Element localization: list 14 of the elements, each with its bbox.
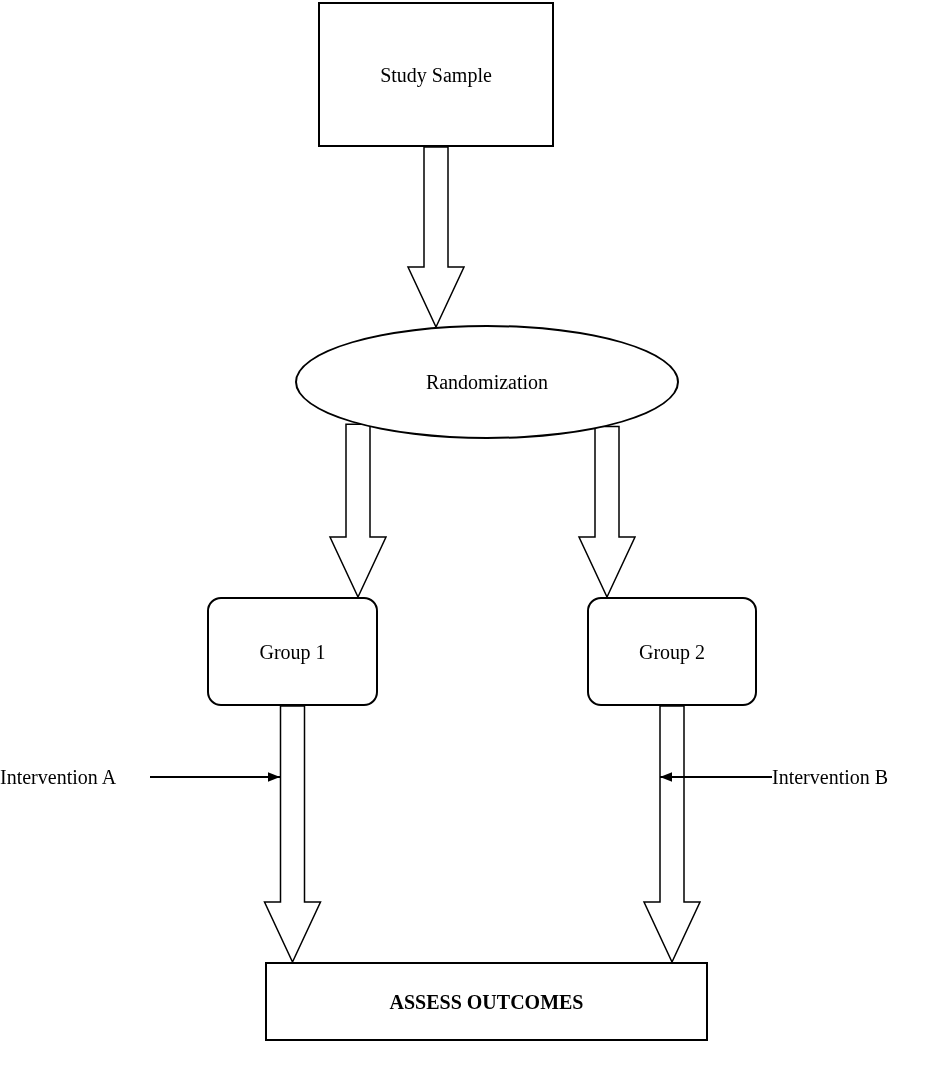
block-arrow (577, 425, 637, 599)
outcome-box: ASSESS OUTCOMES (265, 962, 708, 1041)
text-label: Intervention B (772, 763, 922, 791)
arrow (149, 772, 281, 782)
block-arrow (406, 146, 466, 329)
arrow (659, 772, 773, 782)
rounded-box: Group 1 (207, 597, 378, 706)
block-arrow (328, 423, 388, 599)
block-arrow (642, 705, 702, 964)
block-arrow (263, 705, 322, 964)
process-box: Study Sample (318, 2, 554, 147)
process-ellipse: Randomization (295, 325, 679, 439)
text-label: Intervention A (0, 763, 150, 791)
rounded-box: Group 2 (587, 597, 757, 706)
